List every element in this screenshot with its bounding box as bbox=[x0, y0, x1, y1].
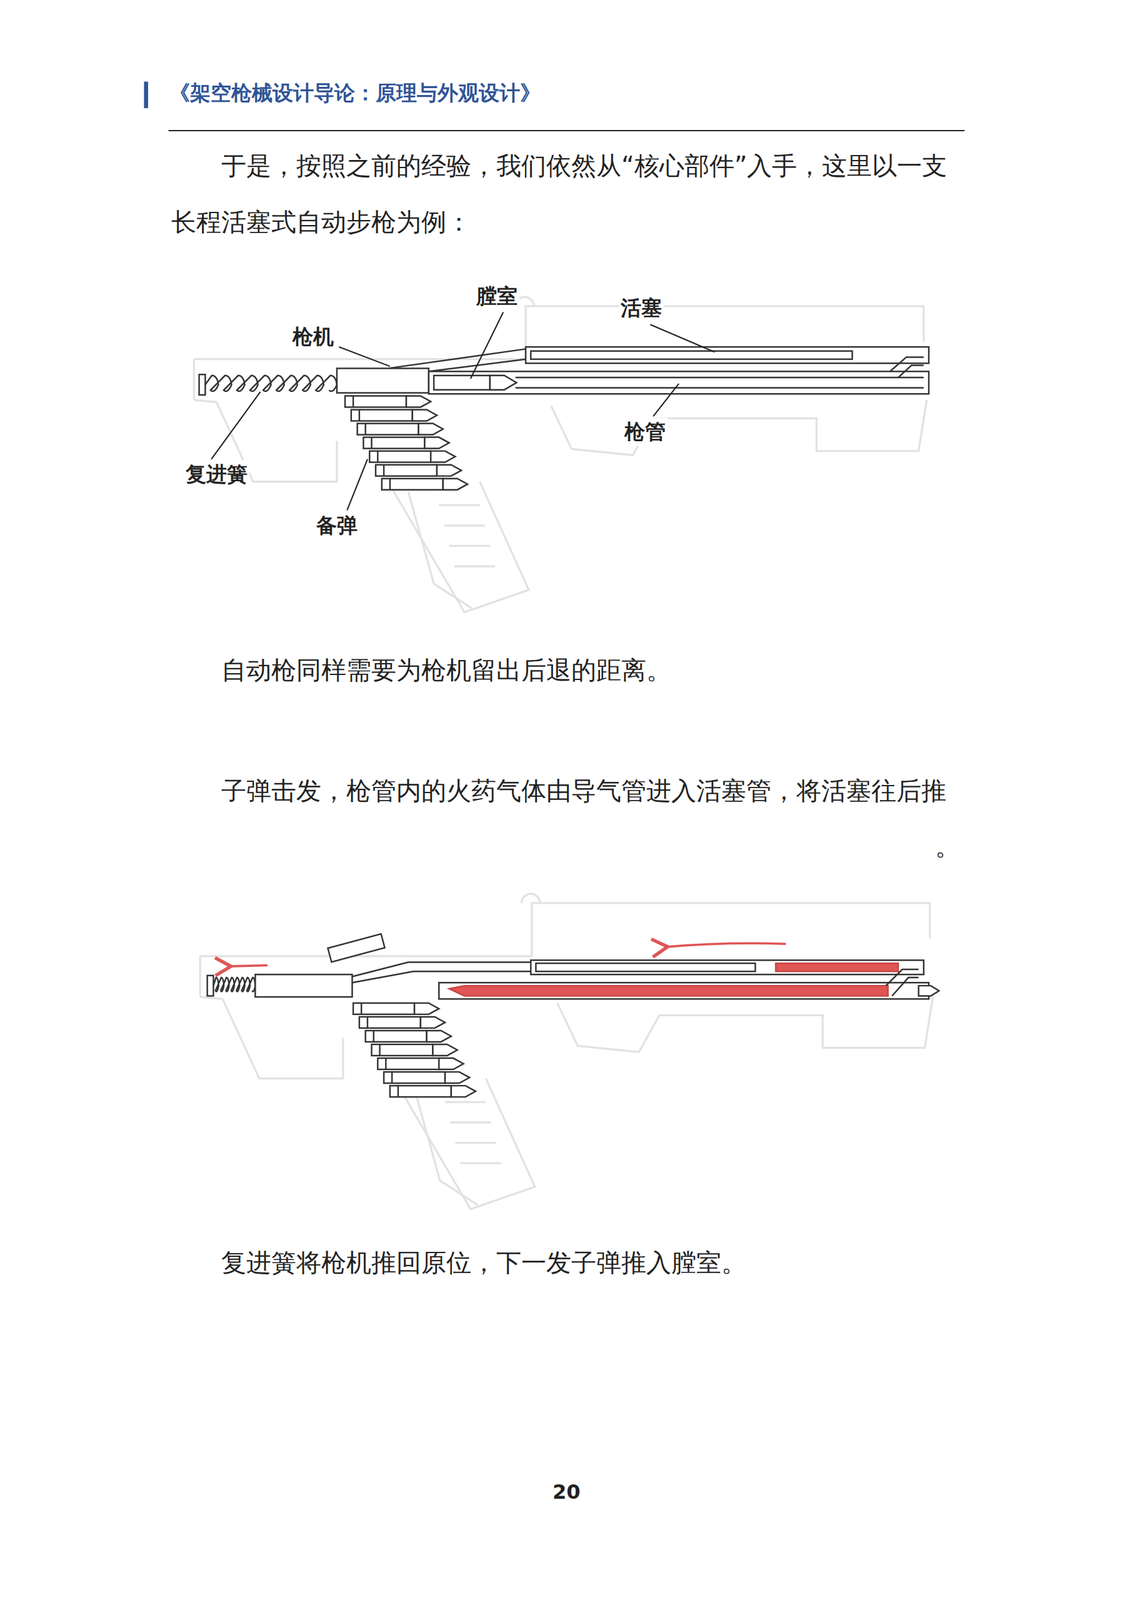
part-label: 膛室 bbox=[474, 281, 520, 311]
body-paragraph: 自动枪同样需要为枪机留出后退的距离。 bbox=[171, 641, 965, 699]
bullet-tip bbox=[406, 395, 431, 407]
bullet-tip bbox=[412, 410, 437, 422]
bullet-tip bbox=[424, 437, 449, 449]
bullet-tip bbox=[443, 478, 468, 491]
cartridge bbox=[381, 478, 444, 491]
body-paragraph: 复进簧将枪机推回原位，下一发子弹推入膛室。 bbox=[171, 1234, 965, 1291]
gun-silhouette bbox=[193, 296, 927, 612]
part-label: 枪管 bbox=[622, 417, 668, 446]
bullet-tip bbox=[414, 1003, 439, 1015]
rifle-mechanism bbox=[199, 346, 929, 491]
bullet-tip bbox=[436, 465, 462, 477]
gun-silhouette bbox=[200, 893, 933, 1209]
spring-coil bbox=[213, 977, 256, 992]
header-bar bbox=[143, 81, 149, 109]
bullet-tip bbox=[418, 423, 444, 436]
cartridge bbox=[365, 1030, 427, 1042]
bullet-tip bbox=[432, 1044, 457, 1056]
part-label: 复进簧 bbox=[183, 460, 250, 489]
cartridge bbox=[357, 423, 419, 436]
header-rule bbox=[168, 130, 965, 132]
punctuation: 。 bbox=[935, 818, 961, 875]
cartridge bbox=[375, 465, 437, 477]
bullet-tip bbox=[430, 451, 456, 463]
body-paragraph: 子弹击发，枪管内的火药气体由导气管进入活塞管，将活塞往后推 bbox=[171, 762, 965, 819]
bullet-tip bbox=[451, 1085, 476, 1097]
bullet-tip bbox=[426, 1030, 452, 1042]
running-header: 《架空枪械设计导论：原理与外观设计》 bbox=[169, 79, 541, 108]
cartridge bbox=[363, 437, 425, 449]
part-label: 备弹 bbox=[314, 511, 360, 540]
body-paragraph: 于是，按照之前的经验，我们依然从“核心部件”入手，这里以一支长程活塞式自动步枪为… bbox=[171, 137, 965, 251]
rifle-mechanism-firing bbox=[207, 933, 940, 1097]
cartridge bbox=[369, 451, 431, 463]
bullet-tip bbox=[438, 1058, 464, 1070]
cartridge bbox=[351, 410, 413, 422]
cartridge bbox=[359, 1016, 421, 1029]
cartridge bbox=[377, 1058, 439, 1070]
cartridge bbox=[345, 395, 407, 407]
part-label: 活塞 bbox=[618, 294, 664, 323]
part-label: 枪机 bbox=[290, 322, 336, 351]
leader-lines bbox=[211, 312, 715, 511]
motion-arrows bbox=[228, 943, 786, 967]
spring-coil bbox=[205, 375, 337, 392]
cartridge bbox=[383, 1071, 446, 1084]
cartridge bbox=[371, 1044, 433, 1056]
cartridge bbox=[353, 1003, 415, 1015]
bullet-tip bbox=[445, 1071, 470, 1084]
cartridge bbox=[390, 1085, 452, 1097]
page-number: 20 bbox=[552, 1480, 581, 1504]
bullet-tip bbox=[420, 1016, 446, 1029]
